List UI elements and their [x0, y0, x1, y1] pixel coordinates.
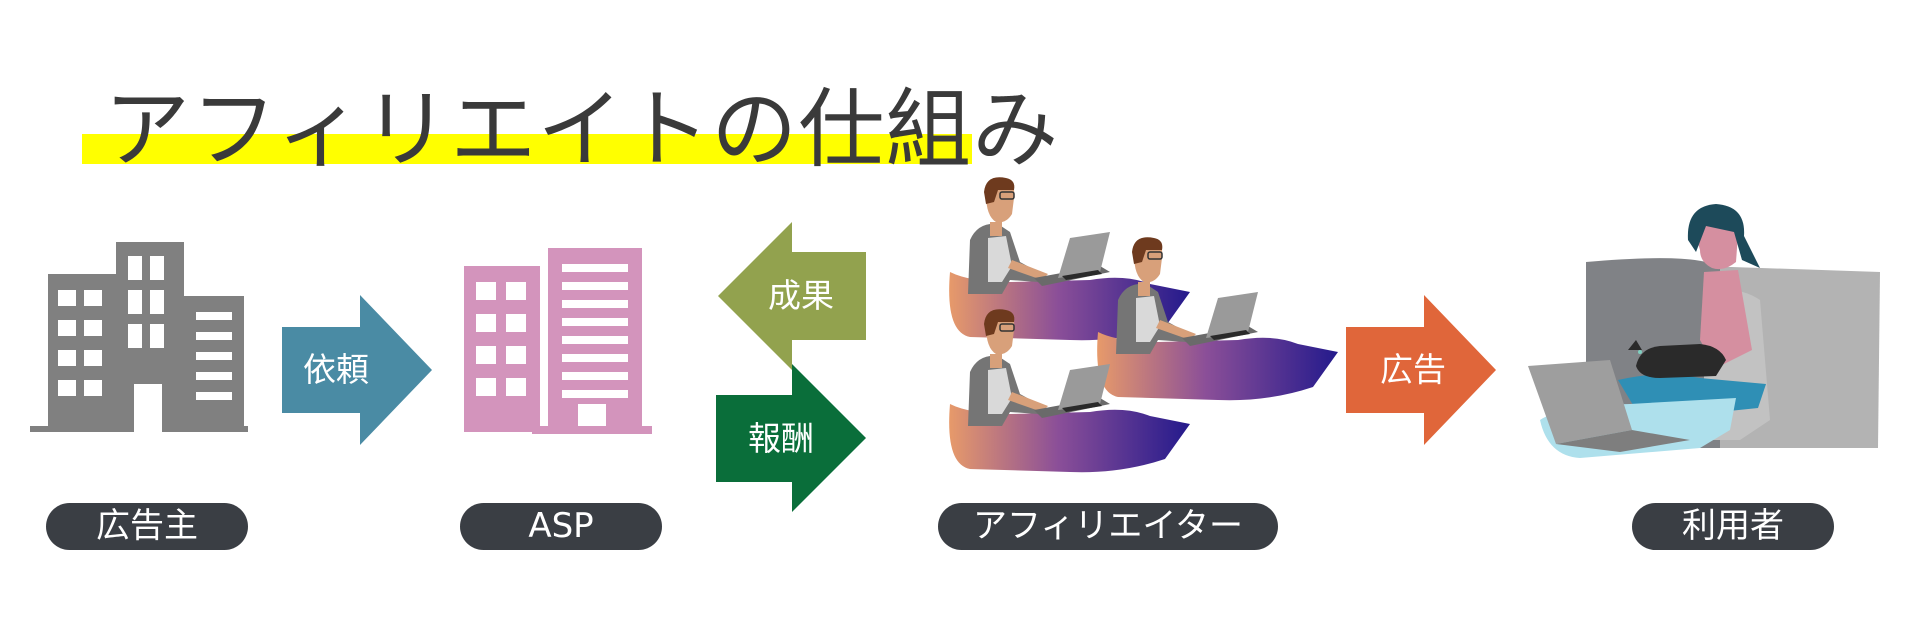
advertiser-label: 広告主 [46, 503, 248, 550]
ad-arrow [1346, 295, 1496, 445]
affiliator-people-icon [948, 176, 1339, 473]
reward-arrow-label: 報酬 [748, 419, 814, 458]
advertiser-building-icon [30, 242, 248, 432]
user-label: 利用者 [1632, 503, 1834, 550]
user-on-sofa-icon [1528, 204, 1880, 458]
asp-label: ASP [460, 503, 662, 550]
request-arrow [282, 295, 432, 445]
affiliator-label: アフィリエイター [938, 503, 1278, 550]
reward-arrow [716, 364, 866, 512]
result-arrow [718, 222, 866, 370]
title-highlight [82, 134, 972, 164]
result-arrow-label: 成果 [768, 276, 834, 315]
diagram-title: アフィリエイトの仕組み [104, 80, 1060, 180]
asp-building-icon [464, 248, 652, 434]
request-arrow-label: 依頼 [303, 350, 369, 389]
ad-arrow-label: 広告 [1380, 350, 1446, 389]
